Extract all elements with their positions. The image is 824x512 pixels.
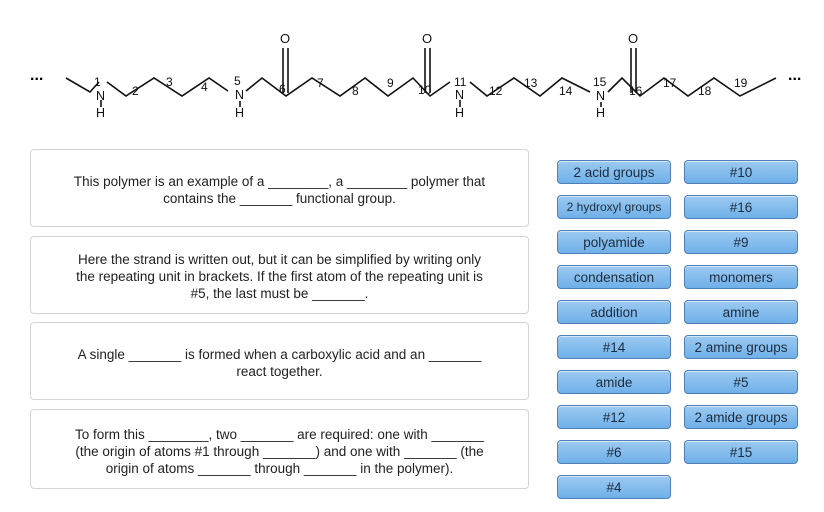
answer-tile-15[interactable]: #15 xyxy=(684,440,798,464)
atom-number-8: 8 xyxy=(352,84,359,98)
polyamide-structure: ... ... O O O N N N N H H H H 1 2 3 4 5 … xyxy=(30,31,801,120)
atom-number-4: 4 xyxy=(201,80,208,94)
question-4-line-1: To form this ________, two _______ are r… xyxy=(74,427,485,442)
answer-tile-2-hydroxyl-groups[interactable]: 2 hydroxyl groups xyxy=(557,195,671,219)
question-box-1: This polymer is an example of a ________… xyxy=(30,149,529,227)
atom-number-2: 2 xyxy=(132,84,139,98)
atom-number-14: 14 xyxy=(559,84,573,98)
atom-number-10: 10 xyxy=(418,83,432,97)
answer-tile-monomers[interactable]: monomers xyxy=(684,265,798,289)
question-3-line-1: A single _______ is formed when a carbox… xyxy=(77,347,482,362)
question-box-2: Here the strand is written out, but it c… xyxy=(30,236,529,314)
atom-number-5: 5 xyxy=(234,74,241,88)
question-box-3: A single _______ is formed when a carbox… xyxy=(30,322,529,400)
atom-number-13: 13 xyxy=(524,76,538,90)
atom-number-19: 19 xyxy=(734,76,748,90)
atom-number-9: 9 xyxy=(387,76,394,90)
question-1-line-2: contains the _______ functional group. xyxy=(163,191,396,206)
answer-tile-6[interactable]: #6 xyxy=(557,440,671,464)
question-1-line-1: This polymer is an example of a ________… xyxy=(73,174,486,189)
hydrogen-4: H xyxy=(596,106,605,120)
answer-tile-12[interactable]: #12 xyxy=(557,405,671,429)
answer-tile-10[interactable]: #10 xyxy=(684,160,798,184)
answer-tile-amine[interactable]: amine xyxy=(684,300,798,324)
answer-tile-16[interactable]: #16 xyxy=(684,195,798,219)
question-4-line-2: (the origin of atoms #1 through _______)… xyxy=(75,444,484,459)
question-4-line-3: origin of atoms _______ through _______ … xyxy=(105,461,454,476)
hydrogen-labels: H H H H xyxy=(96,106,605,120)
nitrogen-3: N xyxy=(455,88,464,102)
answer-tile-9[interactable]: #9 xyxy=(684,230,798,254)
answer-tile-14[interactable]: #14 xyxy=(557,335,671,359)
answer-tile-2-acid-groups[interactable]: 2 acid groups xyxy=(557,160,671,184)
atom-number-3: 3 xyxy=(166,75,173,89)
question-2-line-3: #5, the last must be _______. xyxy=(190,286,369,301)
atom-number-12: 12 xyxy=(489,84,503,98)
oxygen-3: O xyxy=(628,31,638,46)
nh-bonds xyxy=(100,100,602,107)
polymer-backbone xyxy=(65,76,777,98)
answer-tile-2-amine-groups[interactable]: 2 amine groups xyxy=(684,335,798,359)
oxygen-2: O xyxy=(422,31,432,46)
atom-number-6: 6 xyxy=(279,82,286,96)
answer-tile-5[interactable]: #5 xyxy=(684,370,798,394)
nitrogen-labels: N N N N xyxy=(96,88,605,103)
left-ellipsis: ... xyxy=(30,67,43,84)
nitrogen-4: N xyxy=(596,89,605,103)
atom-number-16: 16 xyxy=(629,84,643,98)
hydrogen-3: H xyxy=(455,106,464,120)
carbonyl-bonds xyxy=(282,48,637,93)
oxygen-labels: O O O xyxy=(280,31,638,46)
atom-number-11: 11 xyxy=(454,75,467,89)
atom-number-7: 7 xyxy=(317,76,324,90)
atom-number-15: 15 xyxy=(593,75,607,89)
atom-number-17: 17 xyxy=(663,76,677,90)
nitrogen-2: N xyxy=(235,88,244,102)
answer-tile-addition[interactable]: addition xyxy=(557,300,671,324)
atom-number-1: 1 xyxy=(94,75,101,89)
oxygen-1: O xyxy=(280,31,290,46)
question-2-line-1: Here the strand is written out, but it c… xyxy=(78,252,481,267)
right-ellipsis: ... xyxy=(788,67,801,84)
question-2-line-2: the repeating unit in brackets. If the f… xyxy=(76,269,483,284)
atom-numbers: 1 2 3 4 5 6 7 8 9 10 11 12 13 14 15 16 1… xyxy=(94,74,748,98)
nitrogen-1: N xyxy=(96,89,105,103)
hydrogen-1: H xyxy=(96,106,105,120)
answer-tile-condensation[interactable]: condensation xyxy=(557,265,671,289)
question-box-4: To form this ________, two _______ are r… xyxy=(30,409,529,489)
hydrogen-2: H xyxy=(235,106,244,120)
answer-tile-4[interactable]: #4 xyxy=(557,475,671,499)
atom-number-18: 18 xyxy=(698,84,712,98)
question-3-line-2: react together. xyxy=(236,364,323,379)
answer-tile-polyamide[interactable]: polyamide xyxy=(557,230,671,254)
answer-tile-amide[interactable]: amide xyxy=(557,370,671,394)
answer-tile-2-amide-groups[interactable]: 2 amide groups xyxy=(684,405,798,429)
